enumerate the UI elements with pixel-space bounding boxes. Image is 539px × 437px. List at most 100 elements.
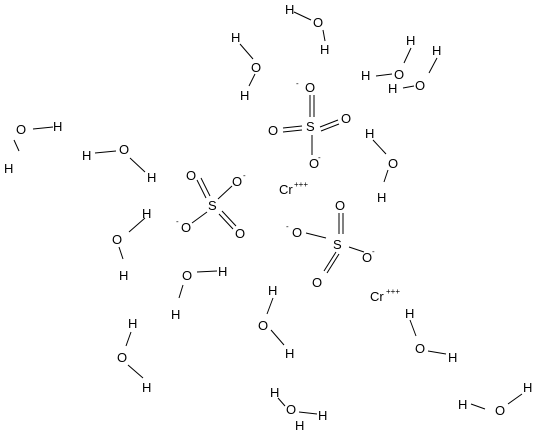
water-9: O H H — [171, 264, 227, 322]
bond-line — [403, 47, 412, 64]
hydrogen-atom-label: H — [171, 307, 180, 322]
sulfate-left-o-top: O — [186, 168, 196, 183]
hydrogen-atom-label: H — [231, 30, 240, 45]
bond-line — [507, 393, 523, 405]
chromium-ion-1: Cr +++ — [279, 180, 308, 197]
hydrogen-atom-label: H — [142, 380, 151, 395]
water-12: H O H — [405, 306, 457, 365]
oxygen-atom-label: O — [286, 402, 296, 417]
oxygen-atom-label: O — [119, 142, 129, 157]
sulfate-right: O S O - O - O — [286, 198, 375, 290]
hydrogen-atom-label: H — [147, 170, 156, 185]
water-3: H O H — [361, 33, 415, 83]
hydrogen-atom-label: H — [4, 161, 13, 176]
water-6: H O H — [82, 142, 156, 185]
bond-line — [239, 43, 254, 60]
oxygen-atom-label: O — [16, 122, 26, 137]
bond-line — [326, 253, 340, 274]
hydrogen-atom-label: H — [119, 268, 128, 283]
chromium-ion-2: Cr +++ — [370, 287, 400, 304]
bond-line — [217, 185, 233, 200]
bond-line — [428, 57, 438, 74]
hydrogen-atom-label: H — [361, 68, 370, 83]
chromium-2-charge: +++ — [386, 287, 400, 296]
bond-line — [322, 29, 326, 42]
bond-line — [375, 73, 393, 77]
sulfate-right-o-right-charge: - — [372, 247, 375, 256]
hydrogen-atom-label: H — [285, 2, 294, 17]
bond-line — [409, 319, 417, 337]
water-14: H O H — [458, 380, 532, 418]
oxygen-atom-label: O — [182, 268, 192, 283]
sulfate-top-o-bottom-charge: - — [318, 153, 321, 162]
hydrogen-atom-label: H — [432, 43, 441, 58]
hydrogen-atom-label: H — [295, 418, 304, 432]
bond-line — [282, 125, 303, 129]
hydrogen-atom-label: H — [388, 81, 397, 96]
bond-line — [94, 150, 117, 154]
bond-line — [402, 85, 415, 89]
bond-line — [298, 411, 318, 415]
bond-line — [266, 297, 274, 315]
bond-line — [125, 331, 132, 347]
water-7: H O H — [365, 126, 398, 205]
sulfate-right-o-top: O — [335, 198, 345, 213]
sulfate-left-o-bottom: O — [235, 226, 245, 241]
hydrogen-atom-label: H — [142, 206, 151, 221]
water-4: H O H — [388, 43, 441, 96]
hydrogen-atom-label: H — [240, 88, 249, 103]
sulfate-top: O - S O O O - — [268, 79, 351, 171]
sulfate-top-sulfur: S — [306, 119, 315, 134]
sulfate-left-o-left: O — [181, 220, 191, 235]
hydrogen-atom-label: H — [458, 397, 467, 412]
bond-line — [470, 403, 486, 410]
oxygen-atom-label: O — [313, 15, 323, 30]
bond-line — [277, 397, 286, 407]
bond-line — [221, 210, 237, 227]
sulfate-right-o-left: O — [292, 225, 302, 240]
bond-line — [200, 177, 211, 197]
bond-line — [319, 119, 339, 128]
bond-line — [320, 123, 340, 132]
sulfate-right-o-bottom: O — [312, 275, 322, 290]
water-10: H O H — [258, 283, 294, 361]
bond-line — [128, 217, 146, 233]
hydrogen-atom-label: H — [318, 408, 327, 423]
sulfate-top-o-right: O — [341, 111, 351, 126]
water-5: O H H — [4, 119, 62, 176]
hydrogen-atom-label: H — [523, 380, 532, 395]
hydrogen-atom-label: H — [268, 283, 277, 298]
hydrogen-atom-label: H — [320, 42, 329, 57]
water-2: H O H — [231, 30, 261, 103]
bond-line — [323, 251, 337, 272]
hydrogen-atom-label: H — [405, 306, 414, 321]
bond-line — [293, 11, 312, 21]
hydrogen-atom-label: H — [365, 126, 374, 141]
oxygen-atom-label: O — [415, 78, 425, 93]
bond-line — [383, 169, 389, 183]
oxygen-atom-label: O — [112, 232, 122, 247]
oxygen-atom-label: O — [388, 156, 398, 171]
chromium-2-symbol: Cr — [370, 289, 384, 304]
bond-line — [191, 211, 208, 224]
hydrogen-atom-label: H — [218, 264, 227, 279]
sulfate-left-o-right: O — [232, 174, 242, 189]
hydrogen-atom-label: H — [285, 346, 294, 361]
sulfate-right-o-left-charge: - — [286, 222, 289, 231]
hydrogen-atom-label: H — [377, 190, 386, 205]
sulfate-right-sulfur: S — [333, 237, 342, 252]
bond-line — [32, 126, 54, 130]
bond-line — [282, 129, 303, 133]
oxygen-atom-label: O — [251, 60, 261, 75]
oxygen-atom-label: O — [394, 67, 404, 82]
hydrogen-atom-label: H — [406, 33, 415, 48]
hydrogen-atom-label: H — [128, 316, 137, 331]
bond-line — [13, 139, 20, 152]
hydrogen-atom-label: H — [53, 119, 62, 134]
bond-line — [129, 157, 146, 173]
sulfate-left: O S O - O O - — [176, 168, 246, 241]
oxygen-atom-label: O — [258, 318, 268, 333]
hydrogen-atom-label: H — [82, 148, 91, 163]
